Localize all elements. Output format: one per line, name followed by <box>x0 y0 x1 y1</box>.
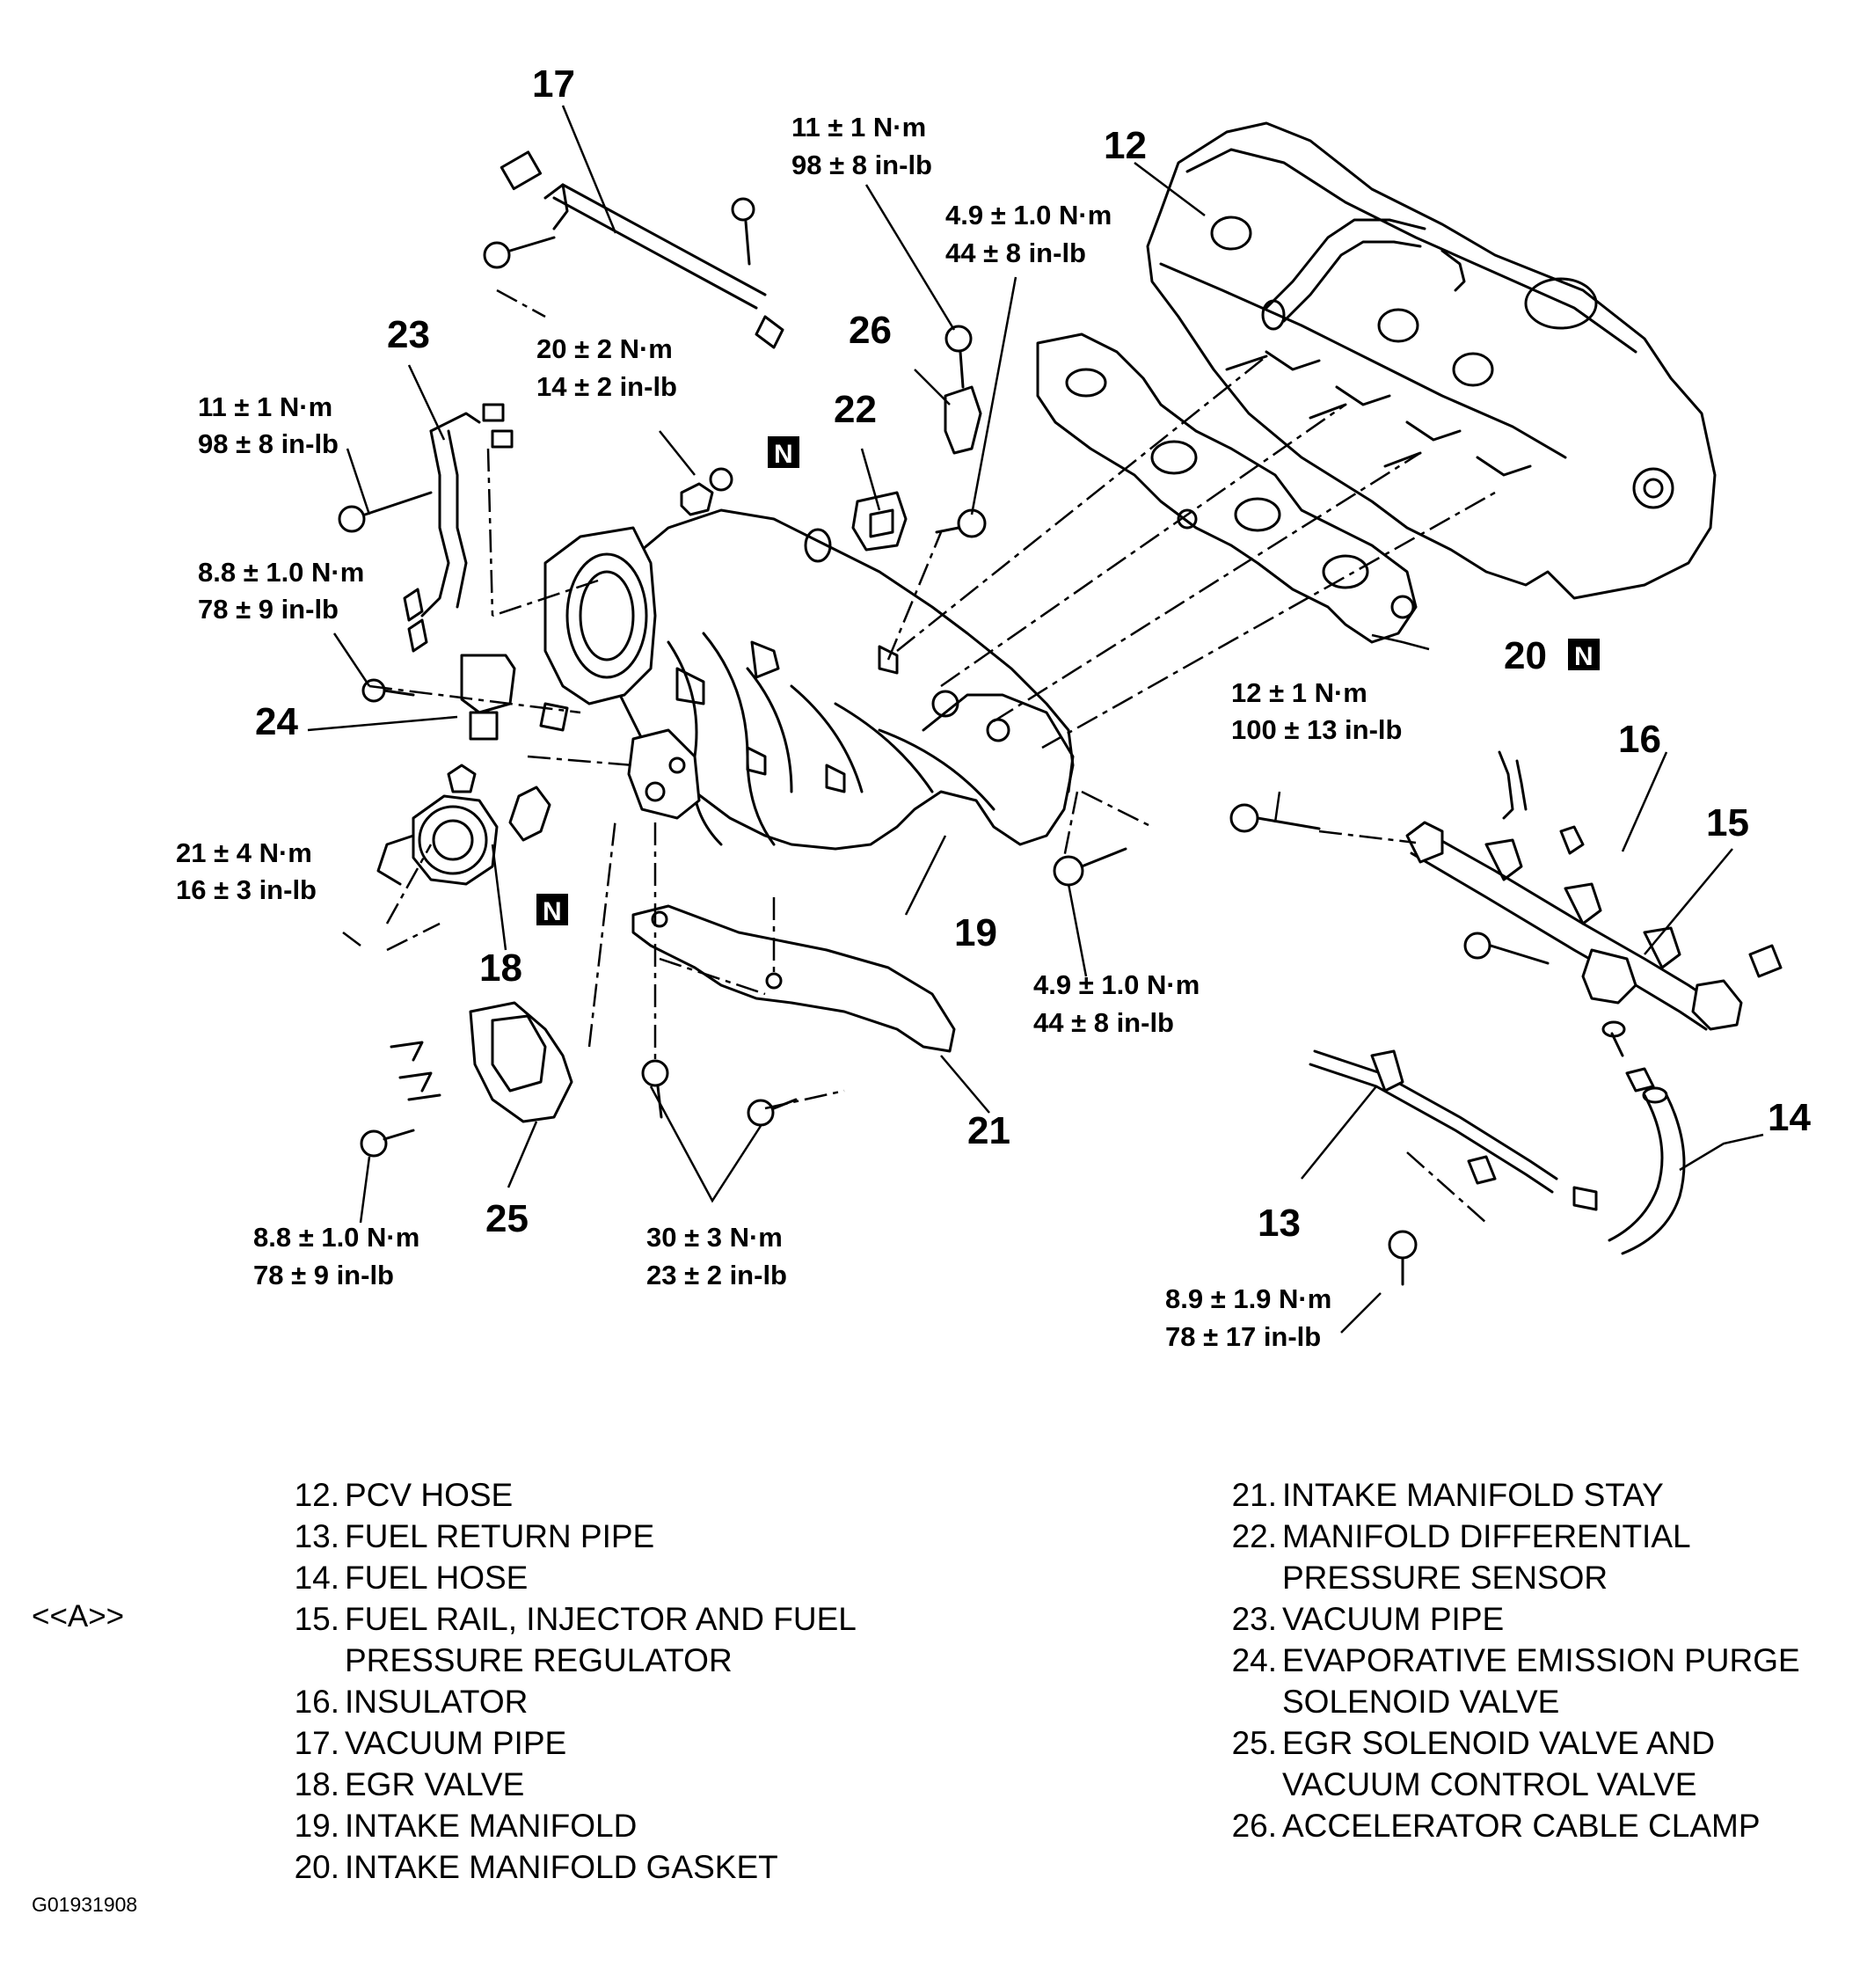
legend-item: 15.FUEL RAIL, INJECTOR AND FUEL <box>294 1601 857 1637</box>
fuel-hose <box>1608 1067 1686 1255</box>
assembly-centerlines <box>368 289 1496 1224</box>
callout-18: 18 <box>479 946 522 990</box>
legend-item: 12.PCV HOSE <box>294 1477 514 1513</box>
callout-25: 25 <box>485 1197 529 1240</box>
svg-text:N: N <box>774 440 793 469</box>
parts-legend-left: 12.PCV HOSE 13.FUEL RETURN PIPE 14.FUEL … <box>287 1474 857 1888</box>
torque-fuel-return-pipe-nm: 8.9 ± 1.9 N·m <box>1165 1283 1331 1314</box>
svg-text:N: N <box>543 897 562 926</box>
callout-23: 23 <box>387 313 430 356</box>
torque-manifold-bolt-nm: 4.9 ± 1.0 N·m <box>1033 969 1200 1000</box>
callout-13: 13 <box>1258 1202 1301 1245</box>
fuel-return-pipe <box>1309 1049 1598 1286</box>
torque-egr-solenoid-inlb: 78 ± 9 in-lb <box>253 1260 394 1290</box>
callout-17: 17 <box>532 62 575 106</box>
callout-16: 16 <box>1618 718 1661 761</box>
callout-12: 12 <box>1104 124 1147 167</box>
intake-manifold-gasket <box>1036 333 1418 644</box>
intake-manifold <box>543 508 1075 851</box>
legend-item: SOLENOID VALVE <box>1282 1684 1560 1720</box>
callout-20: 20 <box>1504 634 1547 677</box>
legend-item: 22.MANIFOLD DIFFERENTIAL <box>1231 1518 1691 1554</box>
engine-block <box>1146 121 1717 600</box>
new-part-marker-egr: N <box>536 894 568 926</box>
accelerator-cable-clamp <box>935 325 987 538</box>
torque-vacuum-pipe-17-nm: 11 ± 1 N·m <box>791 112 926 143</box>
new-part-marker-gasket: N <box>1568 639 1600 671</box>
torque-vacuum-pipe-23-nm: 11 ± 1 N·m <box>198 391 332 422</box>
legend-item: PRESSURE SENSOR <box>1282 1560 1608 1596</box>
callout-14: 14 <box>1768 1096 1811 1139</box>
vacuum-pipe-23 <box>338 403 514 653</box>
callout-26: 26 <box>849 309 892 352</box>
torque-throttle-nut-nm: 20 ± 2 N·m <box>536 333 673 364</box>
callout-21: 21 <box>967 1109 1010 1152</box>
legend-item: 14.FUEL HOSE <box>294 1560 529 1596</box>
legend-item: VACUUM CONTROL VALVE <box>1282 1766 1697 1802</box>
torque-fuel-rail-nm: 12 ± 1 N·m <box>1231 677 1367 708</box>
legend-item: 23.VACUUM PIPE <box>1231 1601 1505 1637</box>
callout-22: 22 <box>834 388 877 431</box>
legend-item: 13.FUEL RETURN PIPE <box>294 1518 655 1554</box>
legend-item: PRESSURE REGULATOR <box>345 1642 733 1678</box>
torque-specifications: 11 ± 1 N·m 98 ± 8 in-lb 4.9 ± 1.0 N·m 44… <box>176 112 1402 1352</box>
vacuum-pipe-17 <box>483 150 784 349</box>
fuel-rail-assembly <box>1229 750 1783 1057</box>
reference-mark: <<A>> <box>32 1599 125 1634</box>
torque-vacuum-pipe-23-inlb: 98 ± 8 in-lb <box>198 428 339 459</box>
torque-cable-clamp-inlb: 44 ± 8 in-lb <box>945 238 1086 268</box>
svg-text:N: N <box>1574 642 1594 671</box>
parts-legend-right: 21.INTAKE MANIFOLD STAY 22.MANIFOLD DIFF… <box>1224 1474 1800 1846</box>
legend-item: 16.INSULATOR <box>294 1684 529 1720</box>
gasket-studs <box>1225 354 1422 468</box>
callout-19: 19 <box>954 911 997 954</box>
intake-manifold-stay <box>631 904 956 1127</box>
torque-egr-valve-inlb: 16 ± 3 in-lb <box>176 874 317 905</box>
torque-cable-clamp-nm: 4.9 ± 1.0 N·m <box>945 200 1112 230</box>
callout-numbers: 17 12 23 26 22 24 20 16 15 19 18 21 14 1… <box>255 62 1811 1245</box>
torque-purge-valve-nm: 8.8 ± 1.0 N·m <box>198 557 364 588</box>
manifold-bolt <box>1053 847 1127 887</box>
throttle-nut-washer <box>680 467 733 516</box>
torque-egr-solenoid-nm: 8.8 ± 1.0 N·m <box>253 1222 419 1253</box>
torque-throttle-nut-inlb: 14 ± 2 in-lb <box>536 371 677 402</box>
torque-egr-valve-nm: 21 ± 4 N·m <box>176 837 312 868</box>
purge-solenoid-valve <box>361 654 569 793</box>
torque-purge-valve-inlb: 78 ± 9 in-lb <box>198 594 339 625</box>
legend-item: 20.INTAKE MANIFOLD GASKET <box>294 1849 778 1885</box>
new-part-marker-throttle: N <box>768 436 799 469</box>
legend-item: 19.INTAKE MANIFOLD <box>294 1808 638 1844</box>
callout-24: 24 <box>255 700 298 743</box>
torque-fuel-rail-inlb: 100 ± 13 in-lb <box>1231 714 1402 745</box>
torque-vacuum-pipe-17-inlb: 98 ± 8 in-lb <box>791 150 932 180</box>
figure-id: G01931908 <box>32 1893 138 1916</box>
manifold-pressure-sensor <box>804 491 908 563</box>
callout-15: 15 <box>1706 801 1749 844</box>
leader-lines <box>307 105 1764 1334</box>
legend-item: 24.EVAPORATIVE EMISSION PURGE <box>1231 1642 1800 1678</box>
legend-item: 17.VACUUM PIPE <box>294 1725 567 1761</box>
egr-valve <box>376 786 551 886</box>
torque-fuel-return-pipe-inlb: 78 ± 17 in-lb <box>1165 1321 1321 1352</box>
torque-manifold-stay-inlb: 23 ± 2 in-lb <box>646 1260 787 1290</box>
egr-solenoid-valve <box>360 1001 573 1158</box>
legend-item: 21.INTAKE MANIFOLD STAY <box>1231 1477 1664 1513</box>
pcv-hose <box>1261 218 1466 331</box>
legend-item: 18.EGR VALVE <box>294 1766 525 1802</box>
legend-item: 25.EGR SOLENOID VALVE AND <box>1231 1725 1716 1761</box>
torque-manifold-stay-nm: 30 ± 3 N·m <box>646 1222 783 1253</box>
legend-item: 26.ACCELERATOR CABLE CLAMP <box>1231 1808 1761 1844</box>
torque-manifold-bolt-inlb: 44 ± 8 in-lb <box>1033 1007 1174 1038</box>
